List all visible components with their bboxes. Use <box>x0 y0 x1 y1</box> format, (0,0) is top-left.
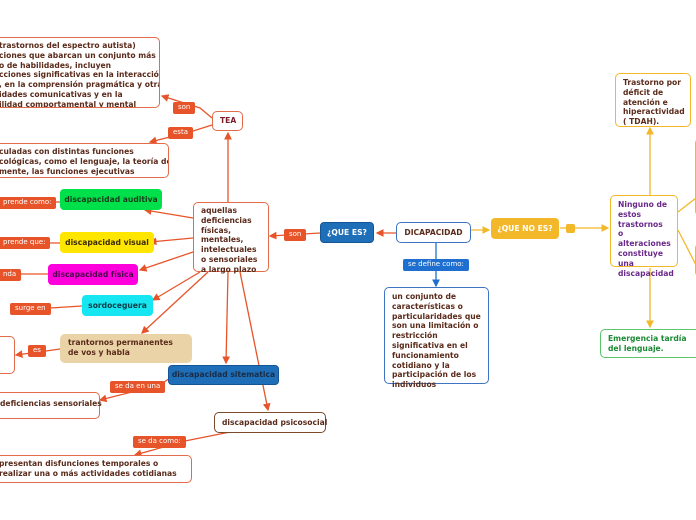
ninguno-node[interactable]: Ninguno de estos trastornos o alteracion… <box>610 195 678 278</box>
tea-related-line: cológicas, como el lenguaje, la teoría d… <box>0 156 169 166</box>
trastornos-permanentes-node[interactable]: trantornos permanentes de vos y habla <box>60 334 192 363</box>
tea-def-line: ilidad comportamental y mental <box>0 99 137 108</box>
link-label-se-da-en-una: se da en una <box>110 381 166 393</box>
link-label-comprende-que: prende que: <box>0 237 51 249</box>
definition-node[interactable]: un conjunto de características o particu… <box>384 287 489 389</box>
discapacidad-psicosocial-node[interactable]: discapacidad psicosocial <box>214 412 327 433</box>
emergencia-lenguaje-node[interactable]: Emergencia tardía del lenguaje. <box>600 329 696 358</box>
tea-related-line: culadas con distintas funciones <box>0 147 134 156</box>
link-label-se-define-como: se define como: <box>403 259 469 271</box>
tea-def-line: trastornos del espectro autista) <box>0 41 136 50</box>
link-label-se-da-como: se da como: <box>133 436 186 448</box>
sordoceguera-node[interactable]: sordoceguera <box>82 295 153 316</box>
tea-related-line: mente, las funciones ejecutivas <box>0 166 135 176</box>
tdah-node[interactable]: Trastorno por déficit de atención e hipe… <box>615 73 691 127</box>
connector-dot <box>566 224 575 233</box>
tea-def-line: o de habilidades, incluyen <box>0 60 112 70</box>
link-label-esta: esta <box>168 127 193 139</box>
que-es-node[interactable]: ¿QUE ES? <box>320 222 374 243</box>
psicosocial-definition-node[interactable]: presentan disfunciones temporales o real… <box>0 455 192 483</box>
es-target-node[interactable] <box>0 336 15 374</box>
tea-node[interactable]: TEA <box>212 111 243 131</box>
link-label-es: es <box>28 345 46 357</box>
tea-definition-node[interactable]: trastornos del espectro autista) ciones … <box>0 37 160 108</box>
link-label-surge-en: surge en <box>10 303 51 315</box>
link-label-comprende-como: prende como: <box>0 197 57 209</box>
discapacidad-visual-node[interactable]: discapacidad visual <box>60 232 154 253</box>
tea-related-node[interactable]: culadas con distintas funciones cológica… <box>0 143 169 178</box>
tea-def-line: ciones que abarcan un conjunto más <box>0 50 156 60</box>
link-label-nda: nda <box>0 269 22 281</box>
discapacidad-sistematica-node[interactable]: discapacidad sitematica <box>168 365 279 385</box>
tea-def-line: cciones significativas en la interacción <box>0 70 160 80</box>
discapacidad-auditiva-node[interactable]: discapacidad auditiva <box>60 189 162 210</box>
center-node-dicapacidad[interactable]: DICAPACIDAD <box>396 222 471 243</box>
psicosocial-def-line: realizar una o más actividades cotidiana… <box>0 468 177 478</box>
que-no-es-node[interactable]: ¿QUE NO ES? <box>491 218 559 239</box>
discapacidad-fisica-node[interactable]: discapacidad física <box>48 264 138 285</box>
tea-def-line: idades comunicativas y en la <box>0 89 123 99</box>
link-label-son: son <box>284 229 307 241</box>
deficiencias-sensoriales-node[interactable]: deficiencias sensoriales <box>0 392 102 419</box>
tea-def-line: , en la comprensión pragmática y otras <box>0 80 160 90</box>
psicosocial-def-line: presentan disfunciones temporales o <box>0 459 159 468</box>
aquellas-node[interactable]: aquellas deficiencias físicas, mentales,… <box>193 202 269 274</box>
link-label-son-tea: son <box>173 102 196 114</box>
